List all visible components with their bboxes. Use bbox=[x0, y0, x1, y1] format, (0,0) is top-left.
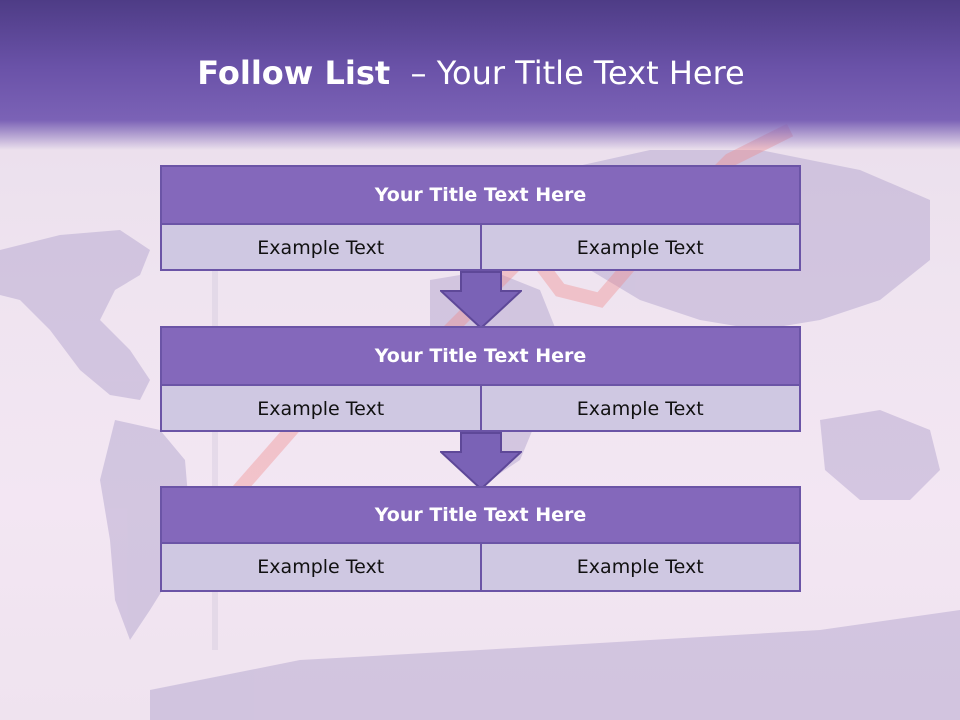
block-cell-left: Example Text bbox=[257, 398, 385, 420]
block-cell-right: Example Text bbox=[479, 544, 800, 590]
block-cell-left: Example Text bbox=[257, 556, 385, 578]
block-title: Your Title Text Here bbox=[162, 167, 799, 225]
block-title: Your Title Text Here bbox=[162, 488, 799, 544]
down-arrow-icon bbox=[440, 432, 522, 490]
list-block-2: Your Title Text Here Example Text Exampl… bbox=[160, 326, 801, 432]
title-bar bbox=[0, 0, 960, 150]
list-block-1: Your Title Text Here Example Text Exampl… bbox=[160, 165, 801, 271]
slide-title: Follow List – Your Title Text Here bbox=[0, 54, 942, 92]
block-cell-left: Example Text bbox=[257, 237, 385, 259]
down-arrow-icon bbox=[440, 271, 522, 329]
block-cell-right: Example Text bbox=[479, 225, 800, 271]
block-cell-right: Example Text bbox=[479, 386, 800, 432]
slide-title-bold: Follow List bbox=[197, 54, 391, 92]
block-title: Your Title Text Here bbox=[162, 328, 799, 386]
slide-title-rest: – Your Title Text Here bbox=[410, 54, 745, 92]
list-block-3: Your Title Text Here Example Text Exampl… bbox=[160, 486, 801, 592]
